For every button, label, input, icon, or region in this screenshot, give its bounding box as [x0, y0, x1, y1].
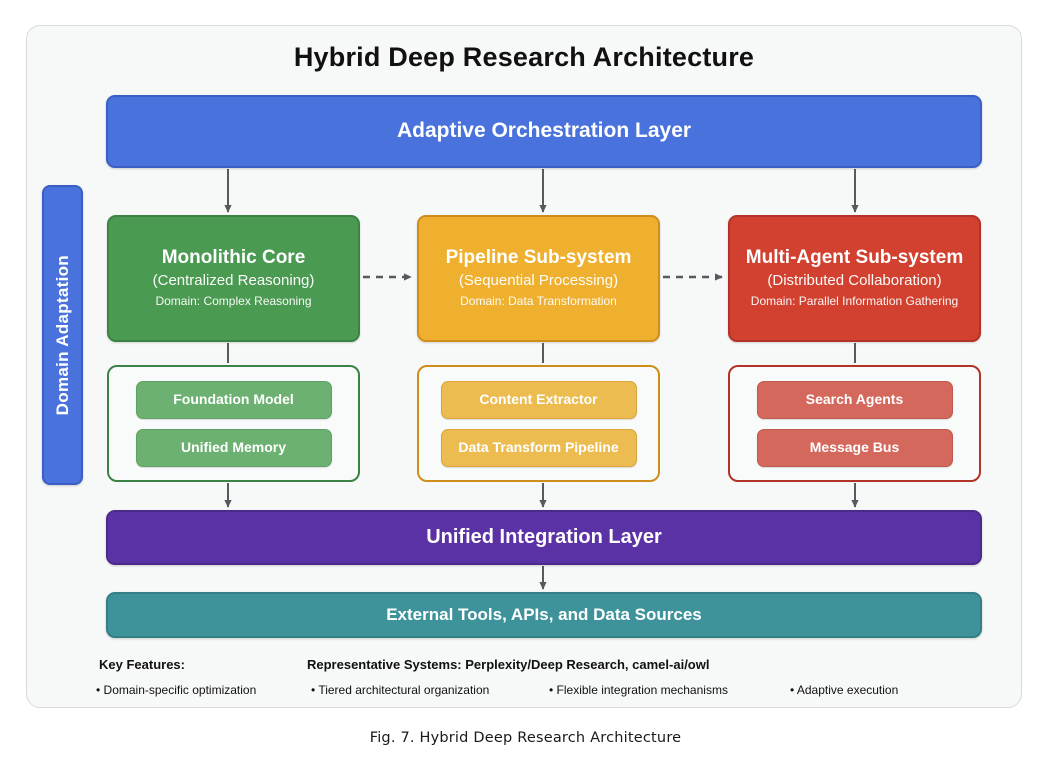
- components-pipeline: Content Extractor Data Transform Pipelin…: [417, 365, 660, 482]
- subsystem-domain: Domain: Parallel Information Gathering: [750, 294, 959, 309]
- external-label: External Tools, APIs, and Data Sources: [386, 605, 702, 625]
- unified-integration-layer[interactable]: Unified Integration Layer: [106, 510, 982, 565]
- subsystem-pipeline[interactable]: Pipeline Sub-system (Sequential Processi…: [417, 215, 660, 342]
- adaptive-orchestration-layer[interactable]: Adaptive Orchestration Layer: [106, 95, 982, 168]
- figure-caption: Fig. 7. Hybrid Deep Research Architectur…: [369, 730, 682, 746]
- page-title: Hybrid Deep Research Architecture: [293, 42, 755, 72]
- subsystem-title: Pipeline Sub-system: [445, 246, 632, 268]
- footer-bullet: • Flexible integration mechanisms: [549, 683, 728, 697]
- representative-systems-heading: Representative Systems: Perplexity/Deep …: [307, 657, 710, 672]
- components-multi-agent: Search Agents Message Bus: [728, 365, 981, 482]
- components-monolithic-core: Foundation Model Unified Memory: [107, 365, 360, 482]
- component-chip[interactable]: Unified Memory: [135, 428, 332, 467]
- subsystem-subtitle: (Centralized Reasoning): [152, 271, 315, 289]
- footer-bullet: • Tiered architectural organization: [311, 683, 490, 697]
- figure-footer: Key Features: Representative Systems: Pe…: [26, 650, 1022, 705]
- component-chip[interactable]: Data Transform Pipeline: [440, 428, 637, 467]
- subsystem-subtitle: (Sequential Processing): [458, 271, 619, 289]
- orchestration-label: Adaptive Orchestration Layer: [396, 119, 692, 143]
- subsystem-domain: Domain: Data Transformation: [460, 294, 617, 309]
- key-features-heading: Key Features:: [99, 657, 185, 672]
- component-chip[interactable]: Foundation Model: [135, 380, 332, 419]
- footer-bullet: • Domain-specific optimization: [96, 683, 257, 697]
- subsystem-title: Multi-Agent Sub-system: [745, 246, 964, 268]
- footer-bullet: • Adaptive execution: [790, 683, 899, 697]
- subsystem-multi-agent[interactable]: Multi-Agent Sub-system (Distributed Coll…: [728, 215, 981, 342]
- external-tools-layer[interactable]: External Tools, APIs, and Data Sources: [106, 592, 982, 638]
- component-chip[interactable]: Search Agents: [756, 380, 953, 419]
- integration-label: Unified Integration Layer: [426, 526, 662, 548]
- subsystem-title: Monolithic Core: [161, 246, 306, 268]
- subsystem-subtitle: (Distributed Collaboration): [767, 271, 942, 289]
- subsystem-monolithic-core[interactable]: Monolithic Core (Centralized Reasoning) …: [107, 215, 360, 342]
- subsystem-domain: Domain: Complex Reasoning: [155, 294, 312, 309]
- component-chip[interactable]: Message Bus: [756, 428, 953, 467]
- domain-adaptation-label: Domain Adaptation: [52, 254, 72, 416]
- component-chip[interactable]: Content Extractor: [440, 380, 637, 419]
- domain-adaptation-rail[interactable]: Domain Adaptation: [42, 185, 83, 485]
